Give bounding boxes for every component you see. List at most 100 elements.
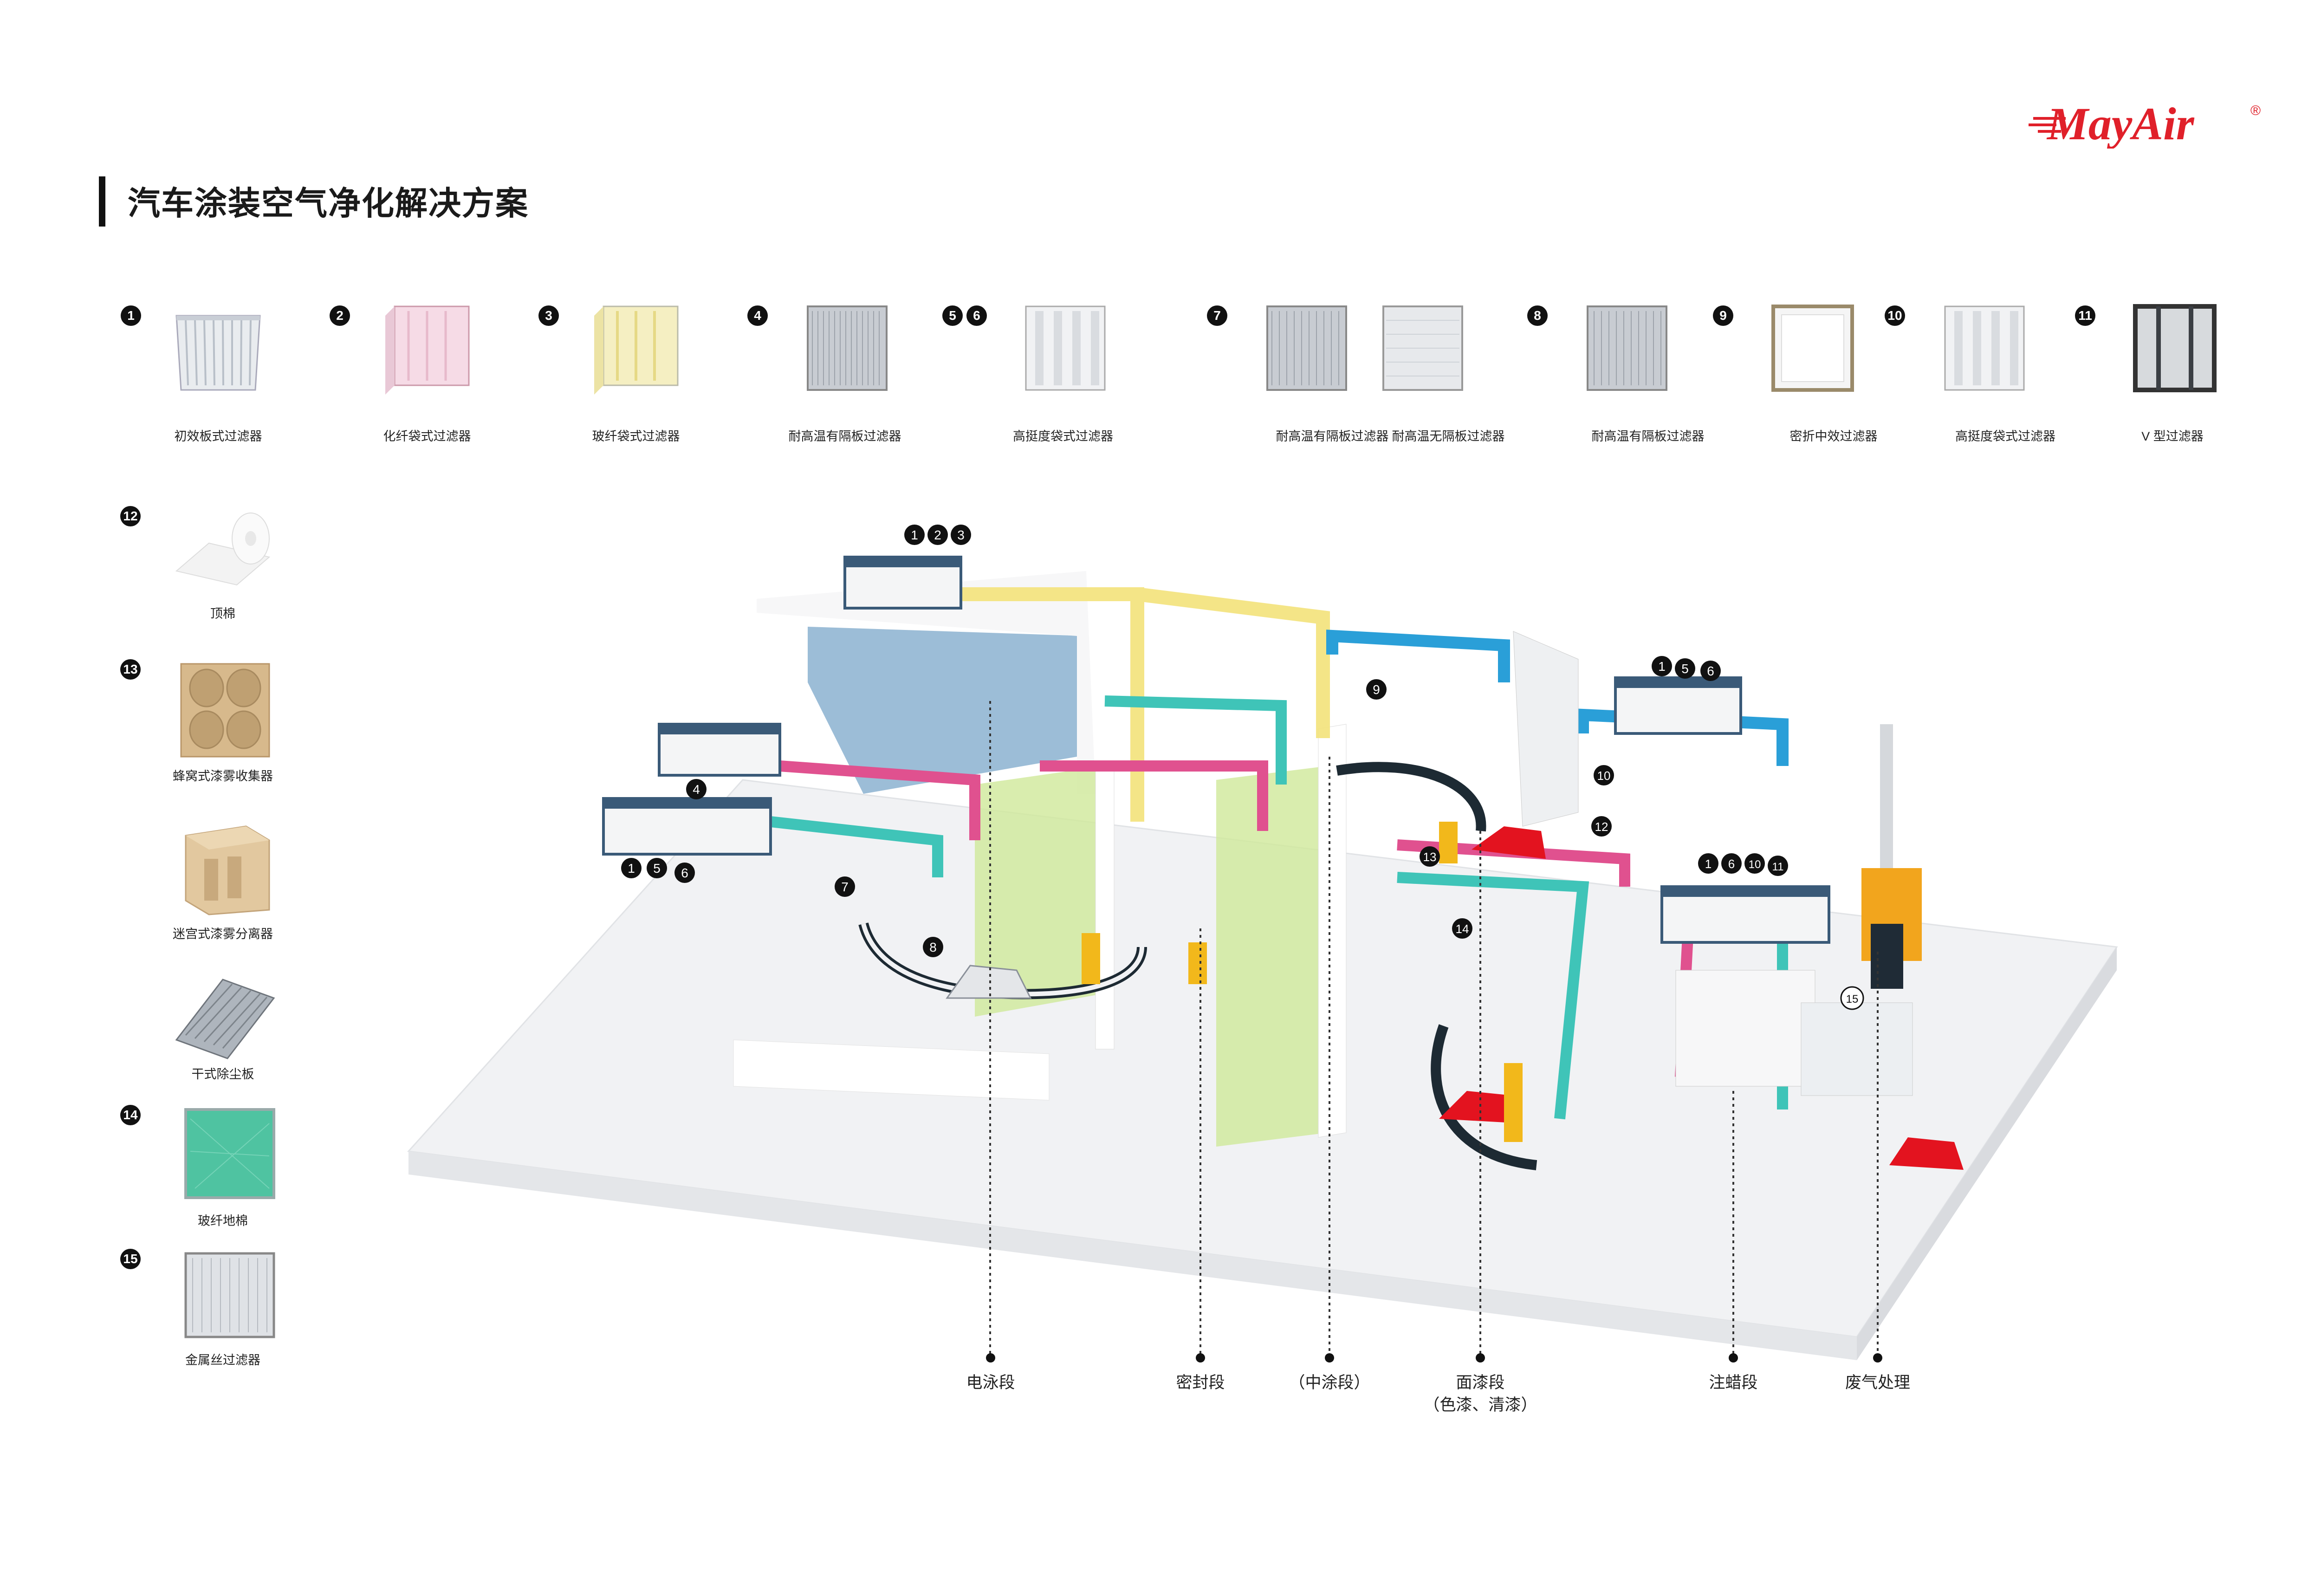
bag-filter-pink-icon — [385, 305, 470, 395]
labyrinth-separator-icon — [185, 825, 270, 915]
filter-badge: 1 — [121, 305, 141, 326]
scene-marker-text: 4 — [693, 782, 700, 797]
scene-marker-text: 5 — [1681, 662, 1689, 676]
filter-badge: 7 — [1207, 305, 1227, 326]
rigid-bag-filter-icon — [1944, 305, 2025, 391]
filter-badges: 8 — [1527, 305, 1551, 326]
side-item-12: 12 顶棉 — [120, 506, 316, 645]
scene-marker-text: 9 — [1373, 682, 1380, 697]
filter-label: 初效板式过滤器 — [174, 429, 262, 443]
filter-item-10: 10 高挺度袋式过滤器 — [1885, 297, 2080, 455]
v-bank-filter-icon — [2133, 304, 2217, 392]
filter-label: 耐高温有隔板过滤器 — [1276, 429, 1389, 443]
scene-marker-text: 6 — [681, 866, 688, 880]
stage-dot — [1729, 1353, 1738, 1362]
floor-fiberglass-icon — [184, 1108, 275, 1199]
ahu-right-2 — [1660, 885, 1830, 944]
filter-badge: 5 — [942, 305, 963, 326]
filter-label: 耐高温无隔板过滤器 — [1392, 429, 1505, 443]
filter-badge: 10 — [1885, 305, 1905, 326]
filter-item-4: 4 耐高温有隔板过滤器 — [747, 297, 942, 455]
stage-label-topcoat: 面漆段 — [1456, 1374, 1505, 1392]
filter-label: 高挺度袋式过滤器 — [1013, 429, 1113, 443]
stage-label-wax: 注蜡段 — [1709, 1374, 1758, 1392]
filter-badges: 11 — [2075, 305, 2099, 326]
green-zone-1 — [975, 766, 1105, 1017]
mini-pleat-filter-icon — [1771, 305, 1854, 392]
filter-label: V 型过滤器 — [2141, 429, 2204, 443]
car-red-3 — [1472, 826, 1546, 859]
filter-item-7: 7 耐高温有隔板过滤器 — [1207, 297, 1402, 455]
stage-sublabel-topcoat: （色漆、清漆） — [1423, 1396, 1537, 1414]
robot-1 — [1082, 933, 1100, 984]
stage-label-exhaust: 废气处理 — [1845, 1374, 1910, 1392]
scene-marker-123: 1 2 3 — [904, 525, 971, 545]
scene-marker-text: 3 — [957, 528, 965, 542]
side-label: 迷宫式漆雾分离器 — [173, 927, 273, 941]
side-item-dry-plate: 干式除尘板 — [121, 966, 316, 1105]
hepa-separator-icon — [807, 305, 888, 391]
filter-item-9: 9 密折中效过滤器 — [1713, 297, 1908, 455]
stage-label-ed: 电泳段 — [966, 1374, 1015, 1392]
side-label: 玻纤地棉 — [198, 1214, 248, 1228]
car-red-2 — [1889, 1137, 1964, 1170]
filter-badges: 1 — [121, 305, 145, 326]
filter-badge: 4 — [747, 305, 768, 326]
filter-badge: 11 — [2075, 305, 2095, 326]
scene-marker-text: 14 — [1456, 922, 1469, 936]
scene-marker-10: 10 — [1594, 765, 1614, 785]
side-label: 金属丝过滤器 — [185, 1353, 260, 1367]
stage-dot — [1873, 1353, 1882, 1362]
side-badge: 13 — [120, 659, 141, 680]
duct-blue — [1326, 629, 1510, 682]
scene-marker-4: 4 — [686, 779, 707, 799]
side-item-14: 14 玻纤地棉 — [120, 1105, 316, 1244]
stage-leaders — [989, 701, 1879, 1360]
duct-teal-1 — [770, 816, 943, 877]
floor-slab-right-edge — [1857, 947, 2117, 1360]
filter-badges: 2 — [330, 305, 354, 326]
scene-marker-text: 11 — [1772, 861, 1784, 873]
scene-marker-156-left: 1 5 6 — [621, 858, 695, 883]
side-label: 干式除尘板 — [191, 1067, 254, 1081]
exhaust-stack — [1861, 724, 1922, 989]
dry-dust-plate-icon — [175, 979, 275, 1059]
stage-dot — [1325, 1353, 1334, 1362]
filter-item-3: 3 玻纤袋式过滤器 — [538, 297, 733, 455]
scene-marker-156-right: 1 5 6 — [1652, 656, 1721, 681]
svg-text:MayAir: MayAir — [2046, 98, 2195, 149]
scene-marker-text: 1 — [1705, 857, 1712, 871]
stage-dot — [1476, 1353, 1485, 1362]
stage-dot — [1196, 1353, 1205, 1362]
spray-tower — [1513, 631, 1579, 827]
filter-badge: 3 — [538, 305, 559, 326]
scene-marker-text: 10 — [1597, 769, 1611, 783]
side-badge: 14 — [120, 1105, 141, 1125]
side-label: 顶棉 — [210, 607, 235, 621]
scene-marker-8: 8 — [923, 937, 943, 957]
filter-item-2: 2 化纤袋式过滤器 — [330, 297, 525, 455]
scene-marker-text: 6 — [1707, 664, 1714, 678]
filter-badge: 2 — [330, 305, 350, 326]
scene-marker-text: 12 — [1595, 820, 1608, 834]
scene-marker-14: 14 — [1452, 918, 1472, 939]
scene-marker-9: 9 — [1366, 679, 1387, 700]
filter-item-7b: 耐高温无隔板过滤器 — [1323, 297, 1518, 455]
filter-label: 玻纤袋式过滤器 — [592, 429, 680, 443]
hepa-separator-icon — [1266, 305, 1347, 391]
wall-2 — [1318, 724, 1347, 1138]
filter-label: 高挺度袋式过滤器 — [1955, 429, 2055, 443]
green-zone-2 — [1216, 766, 1328, 1147]
scene-marker-text: 1 — [911, 528, 918, 542]
duct-teal-3 — [1397, 872, 1589, 1120]
filter-label: 化纤袋式过滤器 — [383, 429, 471, 443]
hepa-separator-icon — [1587, 305, 1667, 391]
wall-3 — [733, 1039, 1050, 1101]
scene-marker-13: 13 — [1420, 846, 1440, 867]
filter-badge: 6 — [966, 305, 987, 326]
ceiling-media-roll-icon — [175, 513, 271, 586]
stage-label-sealing: 密封段 — [1176, 1374, 1225, 1392]
scene-marker-text: 13 — [1423, 850, 1437, 864]
